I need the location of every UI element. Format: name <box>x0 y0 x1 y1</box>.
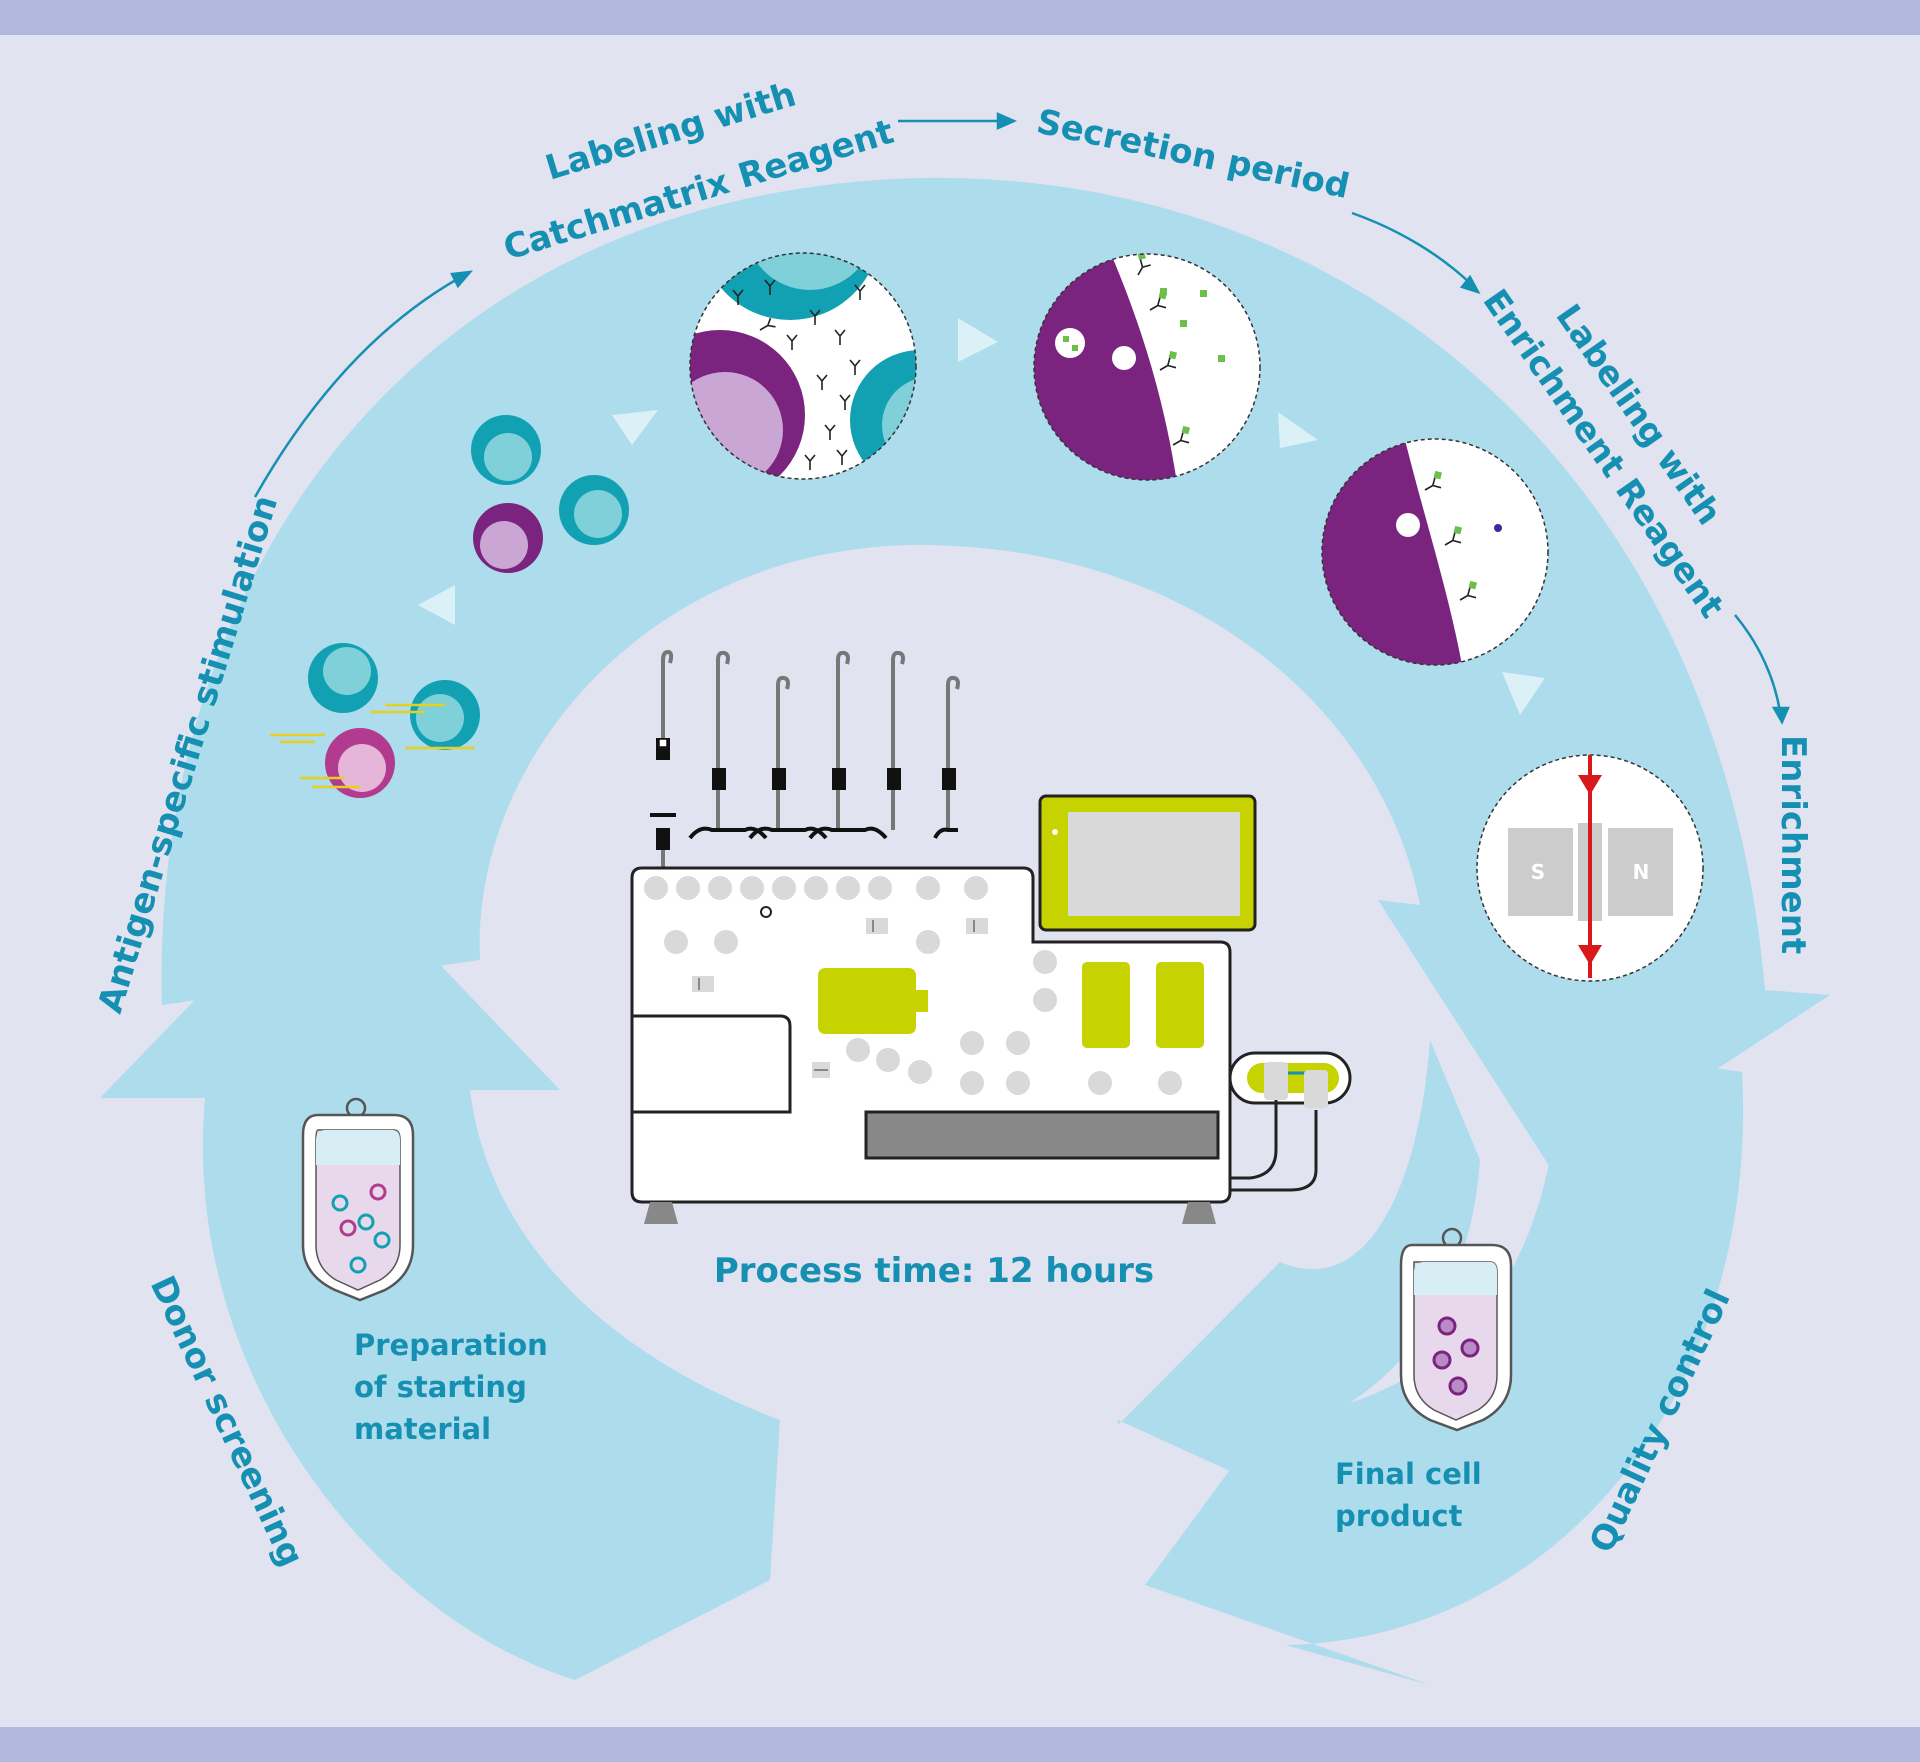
stimulated-cells <box>270 643 480 798</box>
magnify-secretion <box>1033 253 1261 481</box>
cycle-arrow-main <box>161 177 1831 1175</box>
magnify-enrichment-label <box>1321 438 1549 666</box>
bottom-band <box>0 1727 1920 1762</box>
process-time: Process time: 12 hours <box>714 1251 1154 1291</box>
magnet-s: S <box>1531 860 1545 884</box>
magnet-n: N <box>1633 860 1650 884</box>
label-enrichment: Enrichment <box>1773 735 1813 954</box>
magnet-icon: S N <box>1476 754 1704 982</box>
label-final-1: Final cell <box>1335 1457 1482 1491</box>
cell-bag-final-icon <box>1399 1227 1513 1432</box>
label-final-2: product <box>1335 1499 1463 1533</box>
label-preparation-1: Preparation <box>354 1328 548 1362</box>
top-band <box>0 0 1920 35</box>
label-preparation-2: of starting <box>354 1370 527 1404</box>
cell-bag-icon <box>301 1097 415 1302</box>
cycle-arrow-left <box>100 855 780 1680</box>
step-chevrons <box>418 318 1545 715</box>
flow-arrows <box>253 112 1790 725</box>
resting-cells <box>471 415 629 573</box>
instrument-icon <box>630 649 1352 1224</box>
label-preparation-3: material <box>354 1412 491 1446</box>
